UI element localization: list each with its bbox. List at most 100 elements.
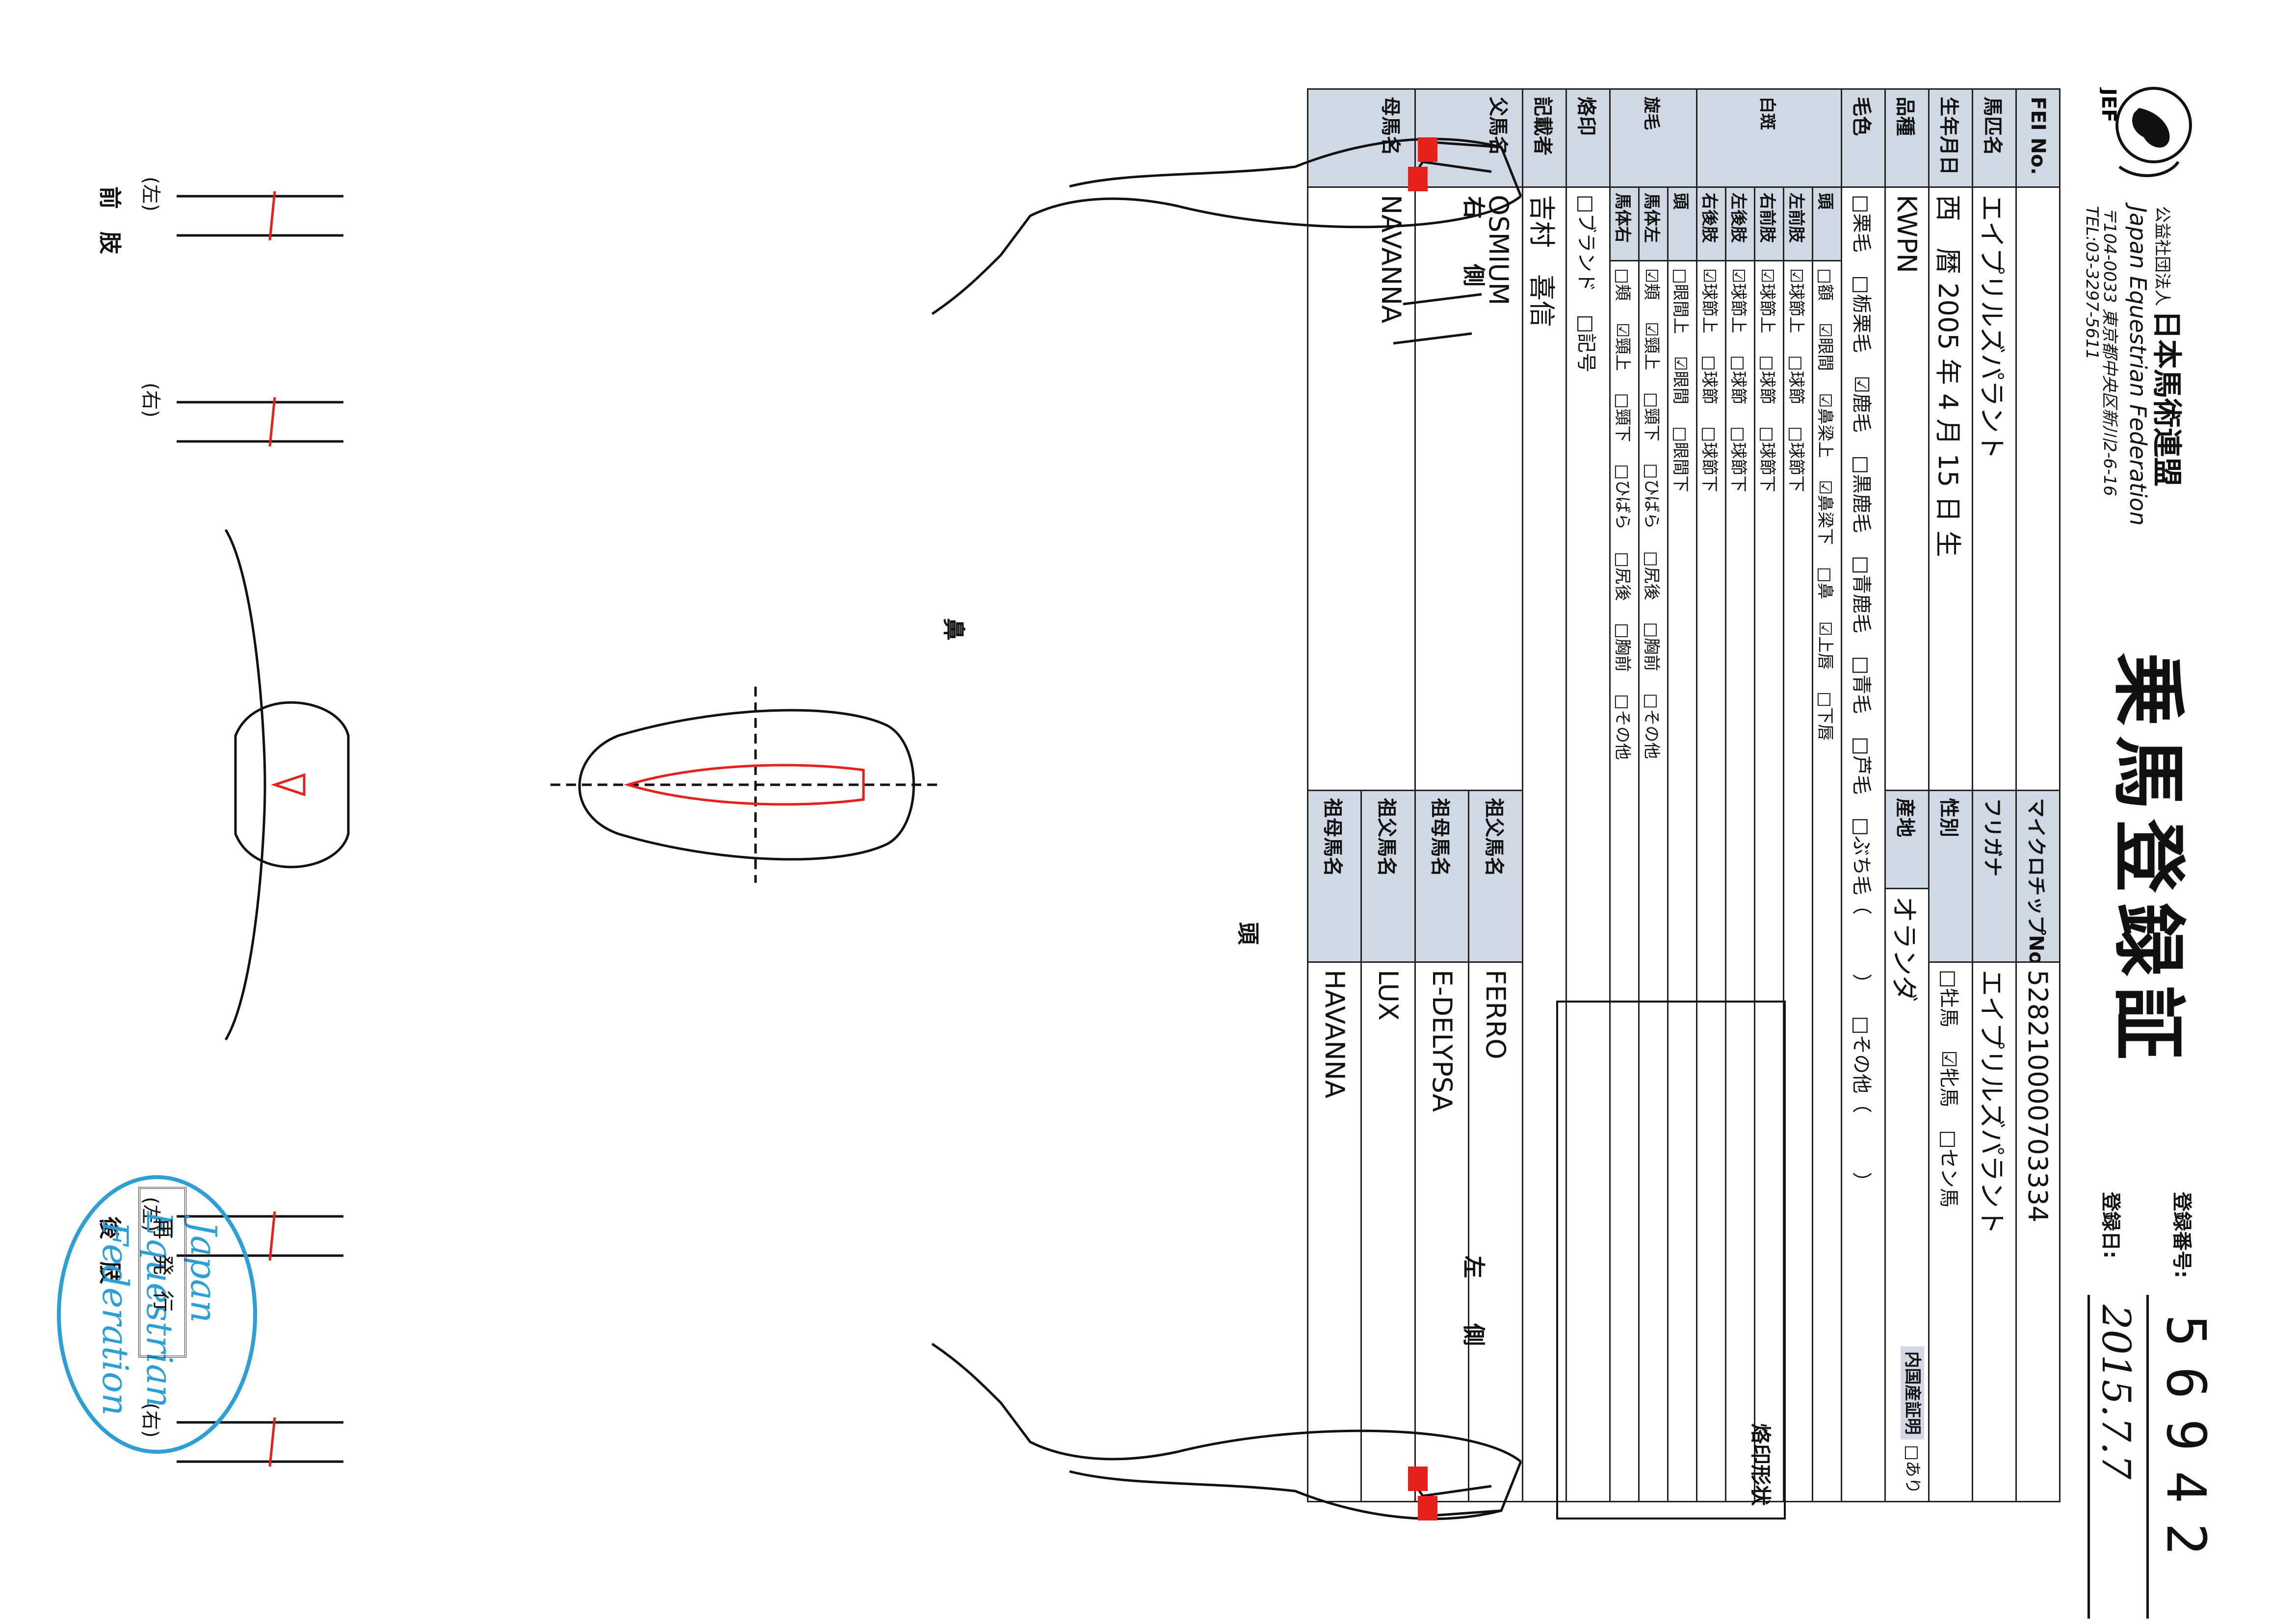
registration-number-label: 登録番号:	[2170, 1192, 2193, 1278]
brand-shape-box: 烙印形状	[1556, 1001, 1786, 1519]
white-head-option[interactable]: ☑上唇	[1815, 621, 1835, 670]
white-head-option[interactable]: □下唇	[1815, 692, 1835, 741]
white-head-option[interactable]: ☑鼻梁上	[1815, 393, 1835, 458]
color-option[interactable]: □その他（ ）	[1850, 1016, 1873, 1192]
white-lh-option[interactable]: □球節	[1728, 355, 1748, 405]
white-lf-options: ☑球節上 □球節 □球節下	[1783, 260, 1813, 1502]
blaze-mark	[624, 764, 865, 806]
white-rf-option[interactable]: □球節下	[1757, 426, 1777, 492]
fetlock-mark	[268, 191, 276, 1467]
white-lh-option[interactable]: □球節下	[1728, 426, 1748, 492]
sex-option-male[interactable]: □牡馬	[1937, 970, 1960, 1028]
domestic-option[interactable]: □あり	[1903, 1444, 1923, 1494]
hindlimb-left-outline	[177, 1215, 343, 1257]
whorl-right-option[interactable]: □頸下	[1613, 393, 1633, 442]
white-rh-option[interactable]: □球節	[1699, 355, 1720, 405]
whorl-left-sub: 馬体左	[1639, 187, 1668, 261]
sex-option-female[interactable]: ☑牝馬	[1937, 1050, 1960, 1107]
white-lf-option[interactable]: □球節	[1786, 355, 1806, 405]
jef-logo-icon: JEF	[2100, 87, 2192, 178]
white-lf-option[interactable]: □球節下	[1786, 426, 1806, 492]
white-rh-option[interactable]: ☑球節上	[1699, 268, 1720, 334]
sex-label: 性別	[1929, 790, 1973, 962]
whorl-left-option[interactable]: □その他	[1642, 693, 1662, 759]
hoof-mark	[1418, 1496, 1437, 1520]
forelimbs-label: 前 肢	[97, 186, 123, 254]
whorl-left-option[interactable]: □頸下	[1642, 392, 1662, 441]
jef-stamp: Japan Equestrian Federation	[57, 1175, 257, 1454]
reissue-seal: 再発行	[138, 1187, 186, 1358]
nose-outline	[234, 701, 350, 869]
white-rf-option[interactable]: ☑球節上	[1757, 268, 1777, 334]
whorl-left-option[interactable]: □尻後	[1642, 551, 1662, 600]
org-prefix: 公益社団法人	[2152, 206, 2172, 306]
brand-option[interactable]: □ブランド	[1575, 195, 1597, 292]
color-option[interactable]: □栗毛	[1850, 195, 1873, 253]
whorl-left-option[interactable]: □胸前	[1642, 622, 1662, 671]
color-option[interactable]: □青毛	[1850, 656, 1873, 714]
white-rf-option[interactable]: □球節	[1757, 355, 1777, 405]
sex-option-gelding[interactable]: □セン馬	[1937, 1130, 1960, 1208]
whorl-label: 旋毛	[1610, 89, 1697, 187]
logo-text: JEF	[2100, 87, 2120, 123]
color-option[interactable]: □黒鹿毛	[1850, 455, 1873, 533]
org-address: 〒104-0033 東京都中央区新川2-6-16	[2100, 206, 2119, 496]
dob-month-unit: 月	[1932, 418, 1964, 445]
origin-value-text: オランダ	[1889, 896, 1920, 1002]
white-lh-option[interactable]: ☑球節上	[1728, 268, 1748, 334]
brand-label: 烙印	[1566, 89, 1610, 187]
domestic-label: 内国産証明	[1901, 1346, 1925, 1440]
white-rf-sub: 右前肢	[1754, 187, 1784, 261]
color-option[interactable]: □栃栗毛	[1850, 275, 1873, 353]
horse-name-value: エイプリルズパラント	[1972, 187, 2016, 791]
white-rh-sub: 右後肢	[1696, 187, 1726, 261]
brand-option[interactable]: □記号	[1575, 314, 1597, 373]
microchip-label: マイクロチップNo.	[2016, 790, 2060, 962]
registration-date-underline	[2087, 1295, 2090, 1619]
color-option[interactable]: □青鹿毛	[1850, 556, 1873, 633]
forelimb-left-outline	[177, 195, 343, 237]
whorl-right-option[interactable]: ☑頸上	[1613, 322, 1633, 371]
white-head-option[interactable]: □額	[1815, 268, 1835, 301]
whorl-left-option[interactable]: □ひばら	[1642, 463, 1662, 529]
horse-diagrams	[177, 137, 1522, 1520]
head-label: 頭	[1235, 922, 1261, 945]
whorl-right-option[interactable]: □頬	[1613, 268, 1633, 301]
forelimb-left-label: (左)	[139, 177, 162, 212]
white-head-option[interactable]: □鼻	[1815, 566, 1835, 599]
white-rh-option[interactable]: □球節下	[1699, 426, 1720, 492]
whorl-left-option[interactable]: ☑頬	[1642, 268, 1662, 300]
jef-stamp-line1: Japan	[183, 1215, 224, 1323]
registration-date-label: 登録日:	[2099, 1192, 2122, 1259]
white-head-sub: 頭	[1812, 187, 1842, 261]
whorl-right-option[interactable]: □胸前	[1613, 623, 1633, 672]
white-head-option[interactable]: ☑鼻梁下	[1815, 480, 1835, 545]
color-option[interactable]: □ぶち毛（ ）	[1850, 817, 1873, 993]
white-lf-option[interactable]: ☑球節上	[1786, 268, 1806, 334]
registration-number-underline	[2146, 1295, 2149, 1619]
color-option[interactable]: ☑鹿毛	[1850, 376, 1873, 433]
whorl-right-option[interactable]: □その他	[1613, 694, 1633, 760]
whorl-right-sub: 馬体右	[1610, 187, 1639, 261]
hoof-mark	[1408, 167, 1428, 191]
org-telephone: TEL:03-3297-5611	[2082, 206, 2102, 360]
whorl-head-option[interactable]: □眼間下	[1670, 426, 1691, 492]
jef-stamp-line2: Equestrian	[139, 1210, 180, 1408]
registration-number-value: 56942	[2155, 1314, 2218, 1575]
furigana-label: フリガナ	[1972, 790, 2016, 962]
whorl-left-option[interactable]: ☑頸上	[1642, 322, 1662, 370]
jef-stamp-line3: Federation	[95, 1220, 136, 1416]
whorl-right-option[interactable]: □尻後	[1613, 552, 1633, 601]
breed-value: KWPN	[1885, 187, 1929, 791]
whorl-right-option[interactable]: □ひばら	[1613, 464, 1633, 530]
whorl-head-option[interactable]: ☑眼間	[1670, 356, 1691, 405]
origin-label: 産地	[1885, 790, 1929, 889]
table-row: FEI No. マイクロチップNo. 528210000703334	[2016, 89, 2060, 1502]
color-option[interactable]: □芦毛	[1850, 737, 1873, 795]
forelimb-right-label: (右)	[139, 383, 162, 418]
table-row: 生年月日 西 暦 2005 年 4 月 15 日 生 性別 □牡馬 ☑牝馬 □セ…	[1929, 89, 1973, 1502]
whorl-head-option[interactable]: □眼間上	[1670, 268, 1691, 335]
white-lf-sub: 左前肢	[1783, 187, 1813, 261]
white-head-option[interactable]: ☑眼間	[1815, 322, 1835, 371]
